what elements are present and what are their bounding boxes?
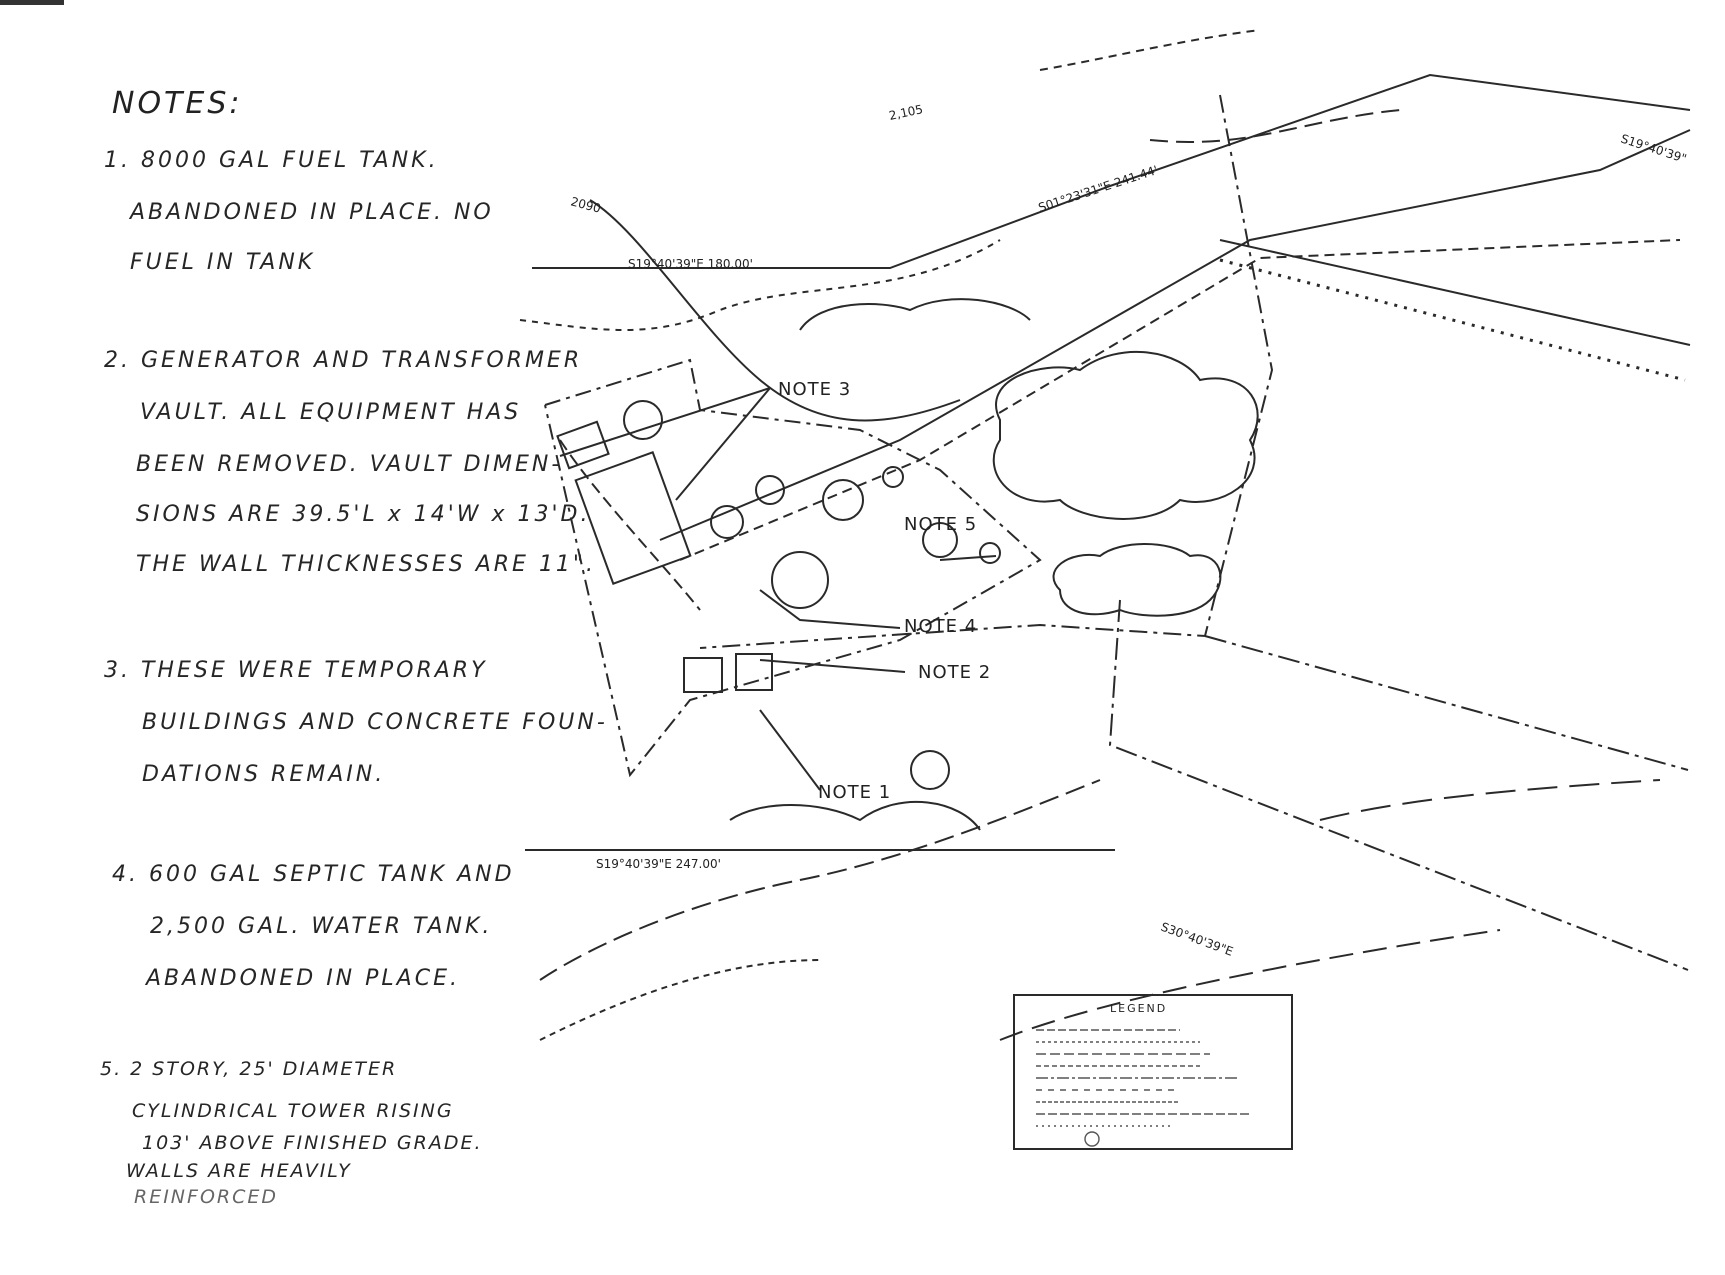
elevation-label: 2,105 [888, 102, 925, 123]
callout-leader [759, 709, 821, 791]
road-edge [659, 129, 1691, 541]
legend-box [1013, 994, 1293, 1150]
note-line: VAULT. ALL EQUIPMENT HAS [140, 400, 522, 425]
note-line: ABANDONED IN PLACE. NO [130, 200, 494, 225]
callout-note-2: NOTE 2 [918, 662, 991, 683]
property-line [532, 73, 1691, 269]
callout-leader [759, 659, 906, 673]
callout-leader [675, 387, 771, 501]
tree-circle [922, 522, 958, 558]
note-line: BEEN REMOVED. VAULT DIMEN- [136, 452, 563, 477]
note-line: THE WALL THICKNESSES ARE 11". [136, 552, 597, 577]
tree-circle [822, 479, 864, 521]
bearing-label: S30°40'39"E [1159, 920, 1235, 959]
bearing-label: S01°23'31"E 241.44' [1037, 163, 1160, 215]
contour-line [539, 779, 1101, 981]
small-building [556, 420, 610, 470]
tree-circle [910, 750, 950, 790]
callout-note-3: NOTE 3 [778, 379, 851, 400]
note-line: SIONS ARE 39.5'L x 14'W x 13'D. [136, 502, 591, 527]
site-fence [544, 358, 1042, 778]
bearing-label: S19°40'39"E 180.00' [628, 257, 753, 271]
contour-line [999, 929, 1501, 1041]
tree-circle [710, 505, 744, 539]
callout-note-4: NOTE 4 [904, 616, 977, 637]
temporary-building [683, 657, 723, 693]
contour-line [1149, 109, 1401, 143]
contour-line [519, 239, 1001, 331]
property-line [1108, 599, 1689, 971]
callout-note-5: NOTE 5 [904, 514, 977, 535]
tree-circle [979, 542, 1001, 564]
cylindrical-tower [771, 551, 829, 609]
callout-leader [939, 555, 997, 561]
note-line: BUILDINGS AND CONCRETE FOUN- [142, 710, 608, 735]
bearing-label: S19°40'39" [1619, 132, 1688, 166]
road-edge [679, 239, 1681, 561]
note-line: 4. 600 GAL SEPTIC TANK AND [112, 862, 515, 887]
tree-canopy [992, 350, 1259, 520]
tree-circle [623, 400, 663, 440]
note-line: CYLINDRICAL TOWER RISING [132, 1100, 454, 1122]
note-line: DATIONS REMAIN. [142, 762, 386, 787]
tree-canopy [799, 298, 1031, 331]
contour-line [559, 439, 701, 611]
notes-heading: NOTES: [112, 86, 243, 121]
tree-circle [882, 466, 904, 488]
tree-canopy [1052, 543, 1222, 617]
note-line: REINFORCED [134, 1186, 279, 1208]
note-line: 3. THESE WERE TEMPORARY [104, 658, 488, 683]
contour-line [589, 199, 961, 422]
callout-leader [759, 589, 901, 629]
generator-vault [574, 451, 692, 585]
contour-line [1039, 29, 1261, 71]
callout-leader [559, 387, 771, 457]
note-line: 5. 2 STORY, 25' DIAMETER [100, 1058, 398, 1080]
callout-note-1: NOTE 1 [818, 782, 891, 803]
property-line [1204, 635, 1689, 771]
elevation-label: 2090 [569, 194, 602, 215]
property-line [699, 94, 1274, 649]
note-line: 2,500 GAL. WATER TANK. [150, 914, 493, 939]
legend-title: LEGEND [1110, 1002, 1167, 1015]
legend-entry [1084, 1131, 1100, 1147]
note-line: FUEL IN TANK [130, 250, 316, 275]
note-line: WALLS ARE HEAVILY [126, 1160, 352, 1182]
notes-panel: NOTES: 1. 8000 GAL FUEL TANK. ABANDONED … [0, 0, 605, 1275]
top-edge-mark [0, 0, 64, 5]
note-line: 1. 8000 GAL FUEL TANK. [104, 148, 439, 173]
road-edge [1219, 239, 1691, 346]
tree-canopy [729, 800, 981, 831]
note-line: 103' ABOVE FINISHED GRADE. [142, 1132, 483, 1154]
legend-entries [1036, 1029, 1250, 1147]
bearing-label: S19°40'39"E 247.00' [596, 857, 721, 871]
contour-line [1319, 779, 1661, 821]
tree-circle [755, 475, 785, 505]
contour-line [539, 959, 821, 1041]
note-line: 2. GENERATOR AND TRANSFORMER [104, 348, 583, 373]
road-edge [1219, 258, 1686, 382]
note-line: ABANDONED IN PLACE. [146, 966, 460, 991]
temporary-building [735, 653, 773, 691]
